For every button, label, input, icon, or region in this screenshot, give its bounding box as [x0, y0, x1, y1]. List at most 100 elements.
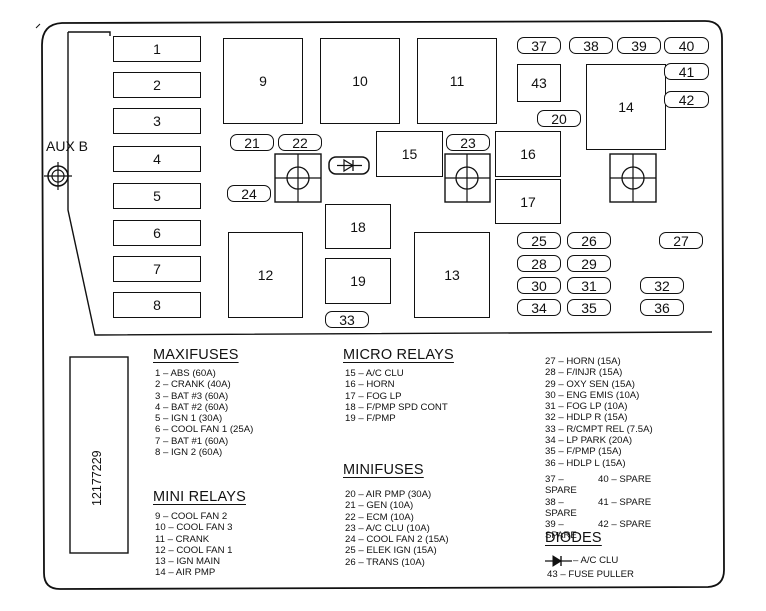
minifuse-35: 35 — [567, 299, 611, 316]
minifuse-22: 22 — [278, 134, 322, 151]
minifuse-33: 33 — [325, 311, 369, 328]
minifuse-24: 24 — [227, 185, 271, 202]
minifuse-20: 20 — [537, 110, 581, 127]
relay-12: 12 — [228, 232, 303, 318]
legend-item: 21 – GEN (10A) — [345, 500, 414, 512]
legend-micro-relays-title: MICRO RELAYS — [343, 347, 454, 363]
legend-micro-relays-list: 15 – A/C CLU 16 – HORN 17 – FOG LP 18 – … — [345, 368, 448, 424]
maxifuse-1: 1 — [113, 36, 201, 62]
legend-item: 8 – IGN 2 (60A) — [155, 447, 223, 459]
legend-item: 29 – OXY SEN (15A) — [545, 378, 635, 390]
legend-item: 23 – A/C CLU (10A) — [345, 522, 430, 534]
legend-item: 31 – FOG LP (10A) — [545, 401, 628, 413]
legend-item: 15 – A/C CLU — [345, 368, 404, 379]
aux-stud-icon — [44, 162, 72, 190]
fuse-puller-43: 43 — [517, 64, 561, 102]
legend-item: 16 – HORN — [345, 379, 395, 391]
legend-item: 32 – HDLP R (15A) — [545, 412, 628, 424]
legend-item: 11 – CRANK — [155, 533, 210, 545]
minifuse-42: 42 — [664, 91, 709, 108]
legend-item: 38 – SPARE — [545, 496, 577, 519]
minifuse-38: 38 — [569, 37, 613, 54]
minifuse-32: 32 — [640, 277, 684, 294]
legend-minifuses-list: 20 – AIR PMP (30A) 21 – GEN (10A) 22 – E… — [345, 489, 449, 568]
relay-11: 11 — [417, 38, 497, 124]
legend-item: 10 – COOL FAN 3 — [155, 522, 233, 534]
legend-item: 18 – F/PMP SPD CONT — [345, 401, 448, 413]
minifuse-29: 29 — [567, 255, 611, 272]
relay-13: 13 — [414, 232, 490, 318]
minifuse-34: 34 — [517, 299, 561, 316]
relay-9: 9 — [223, 38, 303, 124]
legend-item: 20 – AIR PMP (30A) — [345, 489, 432, 500]
label-plate — [69, 356, 129, 554]
legend-item: 6 – COOL FAN 1 (25A) — [155, 424, 254, 436]
legend-item: 33 – R/CMPT REL (7.5A) — [545, 423, 653, 435]
diode-icon — [328, 156, 370, 175]
legend-item: 17 – FOG LP — [345, 390, 402, 402]
legend-item: 13 – IGN MAIN — [155, 556, 221, 568]
minifuse-23: 23 — [446, 134, 490, 151]
legend-spares: 37 – SPARE 40 – SPARE 38 – SPARE 41 – SP… — [545, 474, 658, 542]
legend-fuse-puller-item: 43 – FUSE PULLER — [547, 569, 634, 580]
legend-item: 22 – ECM (10A) — [345, 511, 414, 523]
relay-16: 16 — [495, 131, 561, 177]
legend-item: 26 – TRANS (10A) — [345, 556, 425, 568]
legend-mini-relays-title: MINI RELAYS — [153, 489, 246, 505]
legend-mini-relays-list: 9 – COOL FAN 2 10 – COOL FAN 3 11 – CRAN… — [155, 511, 233, 579]
legend-item: 27 – HORN (15A) — [545, 356, 621, 367]
legend-minifuses-title: MINIFUSES — [343, 462, 424, 478]
minifuse-39: 39 — [617, 37, 661, 54]
minifuse-25: 25 — [517, 232, 561, 249]
legend-item: 24 – COOL FAN 2 (15A) — [345, 534, 449, 546]
relay-18: 18 — [325, 204, 391, 249]
minifuse-36: 36 — [640, 299, 684, 316]
maxifuse-7: 7 — [113, 256, 201, 282]
legend-item: 35 – F/PMP (15A) — [545, 446, 622, 458]
minifuse-41: 41 — [664, 63, 709, 80]
minifuse-26: 26 — [567, 232, 611, 249]
aux-b-label: AUX B — [46, 138, 89, 154]
relay-10: 10 — [320, 38, 400, 124]
legend-item: 1 – ABS (60A) — [155, 368, 216, 379]
legend-item: 7 – BAT #1 (60A) — [155, 435, 229, 447]
legend-item: 4 – BAT #2 (60A) — [155, 401, 229, 413]
legend-item: 3 – BAT #3 (60A) — [155, 390, 229, 402]
minifuse-37: 37 — [517, 37, 561, 54]
maxifuse-8: 8 — [113, 292, 201, 318]
maxifuse-3: 3 — [113, 108, 201, 134]
relay-19: 19 — [325, 258, 391, 304]
maxifuse-6: 6 — [113, 220, 201, 246]
legend-item: 40 – SPARE — [598, 474, 652, 485]
minifuse-21: 21 — [230, 134, 274, 151]
legend-item: 42 – SPARE — [598, 519, 652, 531]
part-number: 12177229 — [90, 450, 104, 506]
maxifuse-2: 2 — [113, 72, 201, 98]
minifuse-28: 28 — [517, 255, 561, 272]
legend-item: 39 – SPARE — [545, 519, 577, 542]
maxifuse-4: 4 — [113, 146, 201, 172]
minifuse-30: 30 — [517, 277, 561, 294]
legend-item: 28 – F/INJR (15A) — [545, 367, 623, 379]
minifuse-40: 40 — [664, 37, 709, 54]
relay-17: 17 — [495, 179, 561, 224]
legend-item: 19 – F/PMP — [345, 413, 396, 425]
minifuse-27: 27 — [659, 232, 703, 249]
legend-item: 12 – COOL FAN 1 — [155, 544, 233, 556]
legend-item: 9 – COOL FAN 2 — [155, 511, 228, 522]
legend-item: 36 – HDLP L (15A) — [545, 457, 626, 469]
stud-icon-left — [274, 153, 322, 203]
minifuse-31: 31 — [567, 277, 611, 294]
legend-item: 5 – IGN 1 (30A) — [155, 413, 223, 425]
relay-15: 15 — [376, 131, 443, 177]
legend-item: 14 – AIR PMP — [155, 567, 216, 579]
relay-14: 14 — [586, 64, 666, 150]
legend-diode-item: – A/C CLU — [573, 555, 619, 566]
legend-maxifuses-title: MAXIFUSES — [153, 347, 239, 363]
legend-diodes-title: DIODES — [545, 530, 602, 546]
legend-item: 30 – ENG EMIS (10A) — [545, 389, 640, 401]
legend-item: 2 – CRANK (40A) — [155, 379, 231, 391]
legend-item: 34 – LP PARK (20A) — [545, 435, 633, 447]
